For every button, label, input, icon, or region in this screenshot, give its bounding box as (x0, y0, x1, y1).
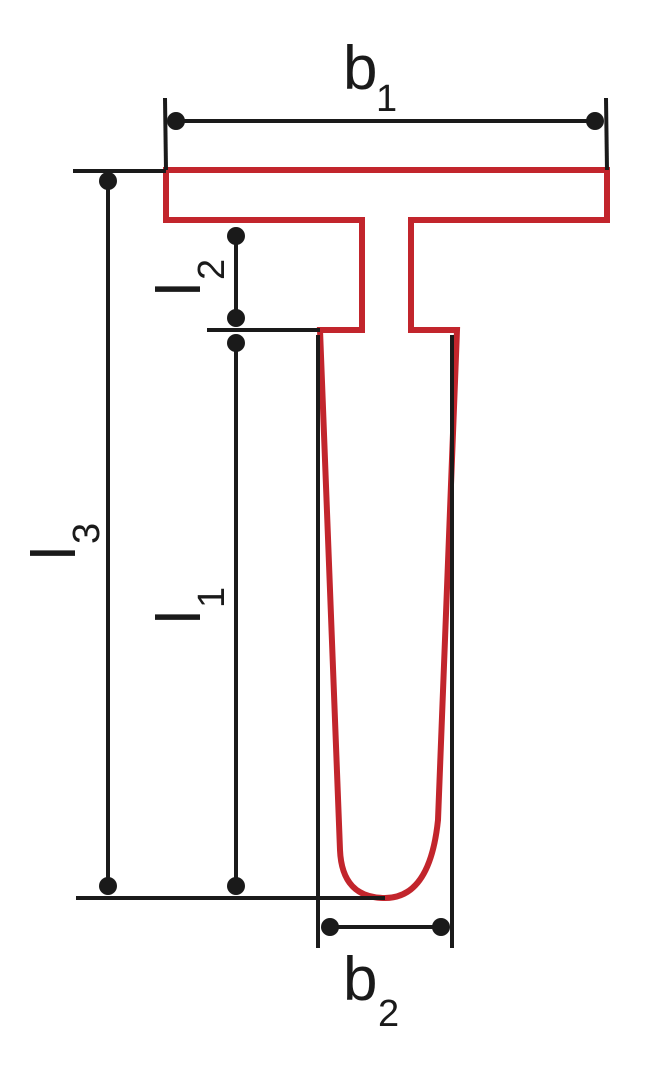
label-l1-sub: 1 (191, 587, 233, 608)
dimension-b1 (163, 97, 609, 171)
label-l1: l (145, 610, 214, 624)
dimension-l1 (207, 328, 320, 895)
label-b2: b (343, 945, 377, 1014)
label-l3: l (20, 546, 89, 560)
dimension-l2 (227, 227, 245, 327)
label-l3-sub: 3 (66, 523, 108, 544)
label-b1: b (343, 34, 377, 103)
t-beam-profile (163, 167, 610, 902)
label-b2-sub: 2 (378, 993, 399, 1035)
label-l2-sub: 2 (191, 259, 233, 280)
label-l2: l (145, 282, 214, 296)
dimension-b2 (316, 335, 454, 948)
label-b1-sub: 1 (376, 78, 397, 120)
dimension-l3 (73, 169, 385, 900)
